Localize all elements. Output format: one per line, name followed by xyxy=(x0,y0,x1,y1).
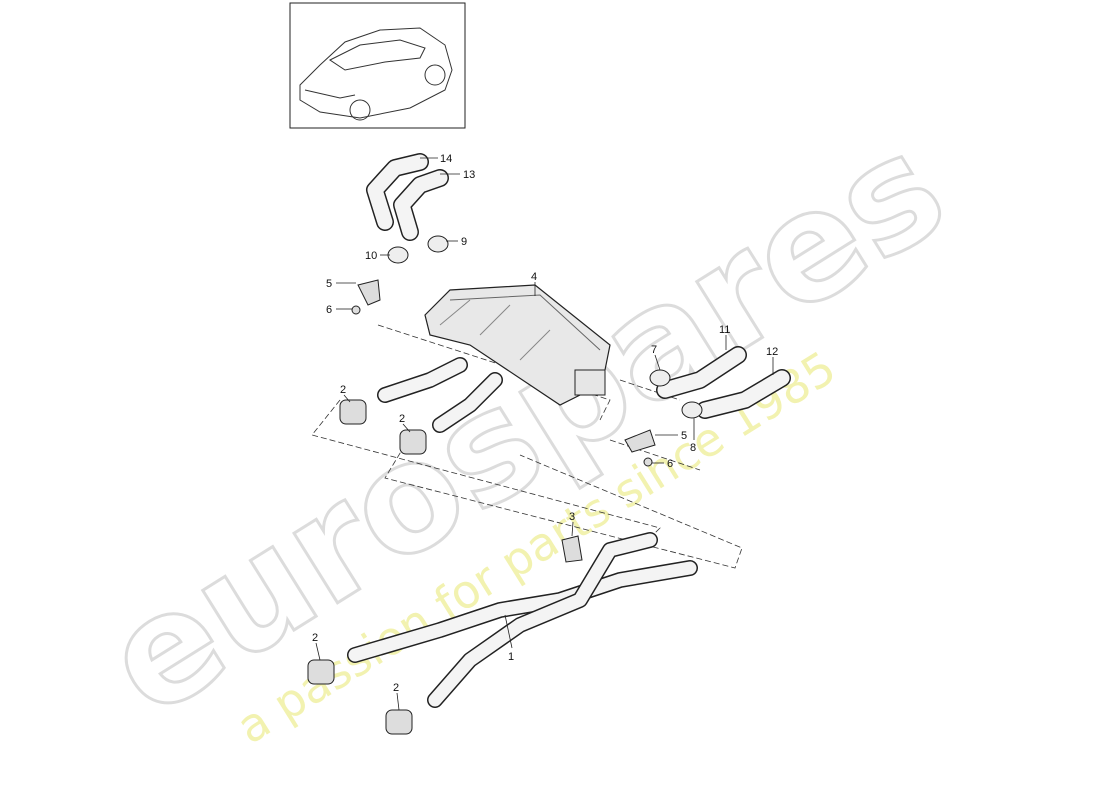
clamp-2 xyxy=(399,429,427,455)
vehicle-thumbnail xyxy=(289,2,466,129)
callout-13: 13 xyxy=(463,169,475,181)
screw-6 xyxy=(351,305,361,315)
car-icon xyxy=(299,27,453,121)
callout-4: 4 xyxy=(531,271,537,283)
clamp-2 xyxy=(385,709,413,735)
callout-3: 3 xyxy=(569,511,575,523)
callout-8: 8 xyxy=(690,442,696,454)
callout-14: 14 xyxy=(440,153,452,165)
muffler-inlet-pipes xyxy=(377,357,503,433)
tailpipe-11 xyxy=(656,346,747,399)
callouts: 14 13 10 9 5 6 4 2 2 7 11 12 5 6 8 3 1 2… xyxy=(312,153,778,711)
mount-3 xyxy=(561,535,583,563)
clamp-2 xyxy=(339,399,367,425)
clamp-10 xyxy=(387,246,409,264)
bracket-5b xyxy=(624,429,656,453)
clamp-2 xyxy=(307,659,335,685)
bracket-5 xyxy=(357,279,381,306)
screw-6b xyxy=(643,457,653,467)
callout-5: 5 xyxy=(326,278,332,290)
callout-2: 2 xyxy=(393,682,399,694)
watermark: eurospares a passion for parts since 198… xyxy=(75,99,975,754)
callout-12: 12 xyxy=(766,346,778,358)
callout-2: 2 xyxy=(399,413,405,425)
callout-7: 7 xyxy=(651,344,657,356)
tailpipe-12 xyxy=(696,369,791,419)
clamp-7 xyxy=(649,369,671,387)
front-pipe-1 xyxy=(347,532,698,708)
muffler-outlet xyxy=(574,369,606,396)
callout-1: 1 xyxy=(508,651,514,663)
clamp-9 xyxy=(427,235,449,253)
callout-6: 6 xyxy=(667,458,673,470)
watermark-brand: eurospares xyxy=(77,100,974,750)
callout-6: 6 xyxy=(326,304,332,316)
callout-10: 10 xyxy=(365,250,377,262)
callout-9: 9 xyxy=(461,236,467,248)
clamp-8 xyxy=(681,401,703,419)
callout-11: 11 xyxy=(719,324,730,336)
callout-5: 5 xyxy=(681,430,687,442)
tailpipe-13 xyxy=(393,169,449,241)
tailpipe-14 xyxy=(366,153,429,231)
callout-2: 2 xyxy=(312,632,318,644)
callout-2: 2 xyxy=(340,384,346,396)
